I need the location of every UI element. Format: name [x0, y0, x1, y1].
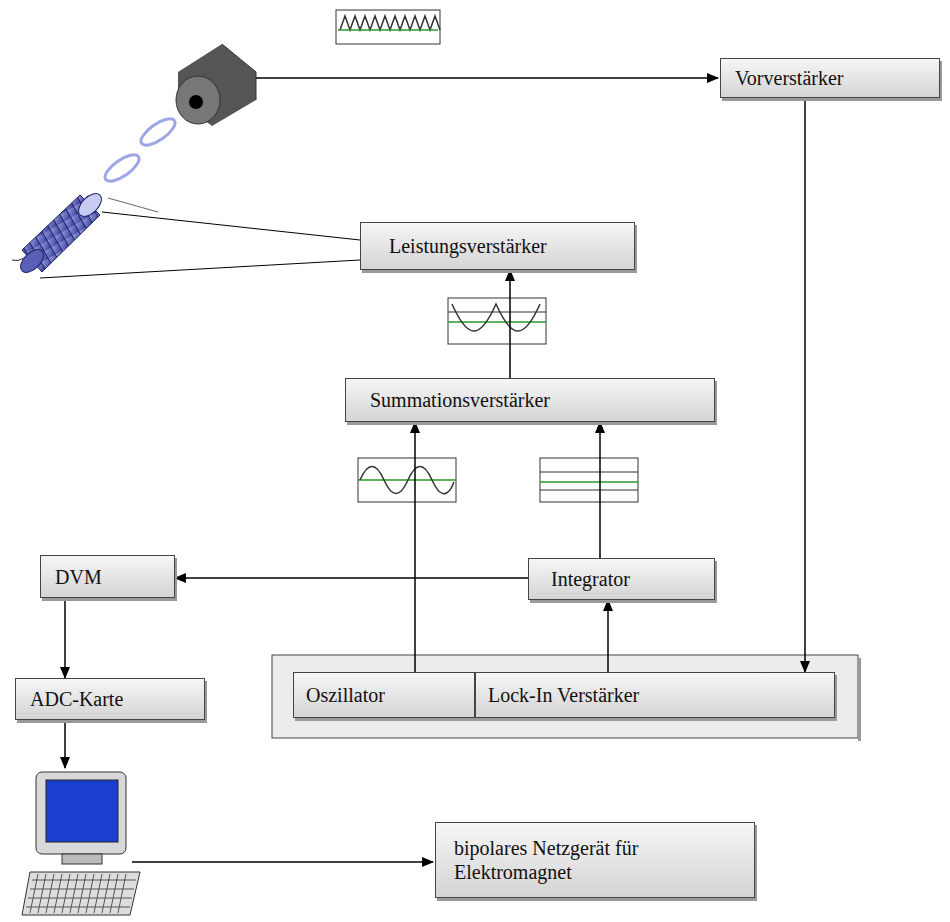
power-supply-box: bipolares Netzgerät für Elektromagnet	[435, 822, 755, 898]
box-label: ADC-Karte	[30, 687, 123, 711]
coil-wire	[40, 260, 360, 278]
beam-ring	[101, 150, 143, 186]
box-label: Lock-In Verstärker	[488, 683, 639, 707]
signal-connector	[804, 98, 806, 672]
sine-icon	[358, 458, 456, 502]
box-label: Oszillator	[306, 683, 385, 707]
integrator-box: Integrator	[528, 558, 715, 600]
signal-connector	[175, 577, 528, 579]
beam-line	[108, 198, 158, 212]
box-label: bipolares Netzgerät für Elektromagnet	[454, 836, 654, 884]
coil-wire	[102, 212, 360, 240]
dc-level-icon	[540, 458, 638, 502]
housing-shadow	[858, 658, 861, 741]
beam-ring	[137, 114, 179, 150]
pc-to-supply-wire	[132, 861, 433, 863]
summing-amp-box: Summationsverstärker	[345, 378, 715, 422]
box-label: Integrator	[551, 567, 630, 591]
power-amp-box: Leistungsverstärker	[360, 222, 635, 270]
coil	[12, 189, 106, 276]
box-label: Vorverstärker	[735, 66, 843, 90]
computer	[22, 772, 140, 915]
adc-to-pc-wire	[64, 720, 66, 768]
signal-connector	[607, 600, 609, 672]
signal-wire	[256, 77, 718, 79]
lockin-box: Lock-In Verstärker	[475, 672, 835, 718]
box-label: Summationsverstärker	[370, 388, 550, 412]
lockin-housing	[272, 655, 858, 738]
signal-connector	[599, 422, 601, 558]
box-label: Leistungsverstärker	[389, 234, 547, 258]
dvm-box: DVM	[40, 555, 175, 598]
detector	[176, 44, 256, 126]
offset-sine-icon	[448, 298, 546, 344]
adc-card-box: ADC-Karte	[15, 678, 205, 720]
signal-connector	[64, 598, 66, 678]
signal-connector	[414, 422, 416, 672]
sawtooth-signal-icon	[336, 10, 440, 44]
box-label: DVM	[55, 565, 102, 589]
preamp-box: Vorverstärker	[720, 58, 940, 98]
oscillator-box: Oszillator	[293, 672, 475, 718]
signal-connector	[509, 270, 511, 378]
